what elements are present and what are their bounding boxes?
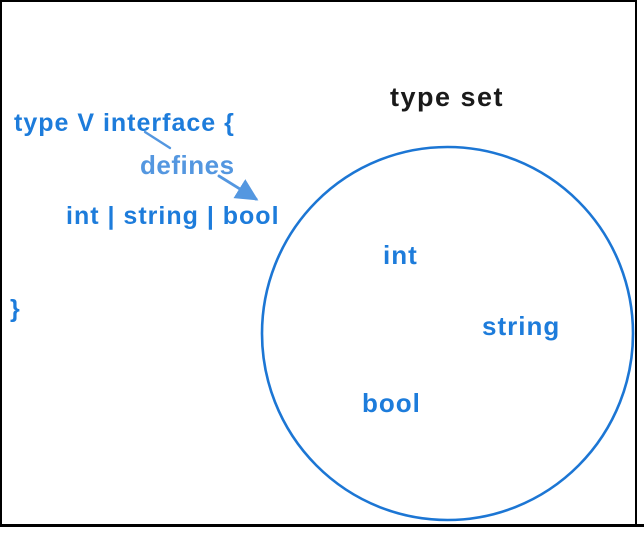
diagram-frame-bottom-rule [0,524,644,527]
set-member-int: int [383,240,418,270]
code-line-type-v-interface: type V interface { [14,109,235,137]
code-line-union: int | string | bool [66,202,280,230]
type-set-circle [260,145,635,522]
set-member-bool: bool [362,388,421,418]
defines-arrow-icon [217,174,259,201]
leader-line [143,130,172,150]
code-line-closing-brace: } [10,295,21,323]
set-member-string: string [482,311,561,341]
defines-label: defines [140,150,235,180]
interface-code-block: type V interface { int | string | bool } [10,46,280,387]
type-set-title: type set [390,82,505,112]
